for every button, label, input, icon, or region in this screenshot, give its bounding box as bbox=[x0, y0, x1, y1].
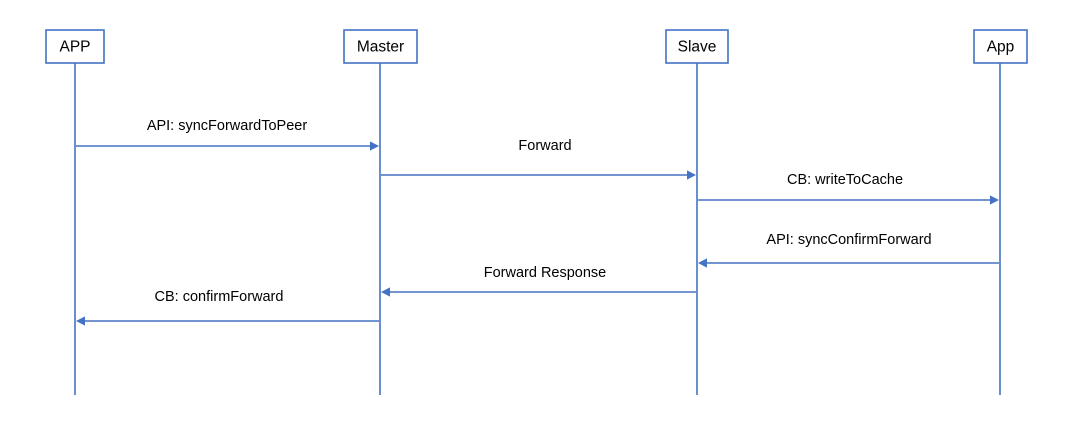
message-label-m5: Forward Response bbox=[484, 265, 607, 281]
lifeline-box-master[interactable] bbox=[343, 29, 418, 64]
lifelines-group: APP Master Slave App bbox=[45, 29, 1028, 395]
message-arrowhead-m4 bbox=[698, 258, 707, 268]
message-label-m6: CB: confirmForward bbox=[155, 289, 284, 305]
message-arrowhead-m5 bbox=[381, 287, 390, 297]
message-m6[interactable]: CB: confirmForward bbox=[76, 289, 379, 326]
lifeline-slave[interactable]: Slave bbox=[665, 29, 729, 395]
message-label-m2: Forward bbox=[518, 138, 571, 154]
message-label-m3: CB: writeToCache bbox=[787, 172, 903, 188]
message-arrowhead-m3 bbox=[990, 195, 999, 205]
message-m4[interactable]: API: syncConfirmForward bbox=[698, 232, 999, 268]
message-arrowhead-m2 bbox=[687, 170, 696, 180]
message-m1[interactable]: API: syncForwardToPeer bbox=[76, 118, 379, 151]
lifeline-label-slave: Slave bbox=[678, 39, 717, 56]
lifeline-app_right[interactable]: App bbox=[973, 29, 1028, 395]
message-m3[interactable]: CB: writeToCache bbox=[698, 172, 999, 205]
lifeline-master[interactable]: Master bbox=[343, 29, 418, 395]
message-m2[interactable]: Forward bbox=[381, 138, 696, 180]
lifeline-label-master: Master bbox=[357, 39, 404, 56]
message-arrowhead-m6 bbox=[76, 316, 85, 326]
message-arrowhead-m1 bbox=[370, 141, 379, 151]
message-label-m4: API: syncConfirmForward bbox=[766, 232, 931, 248]
message-label-m1: API: syncForwardToPeer bbox=[147, 118, 308, 134]
message-m5[interactable]: Forward Response bbox=[381, 265, 696, 297]
lifeline-app_left[interactable]: APP bbox=[45, 29, 105, 395]
lifeline-label-app_left: APP bbox=[59, 39, 90, 56]
lifeline-label-app_right: App bbox=[987, 39, 1015, 56]
lifeline-box-slave[interactable] bbox=[665, 29, 729, 64]
